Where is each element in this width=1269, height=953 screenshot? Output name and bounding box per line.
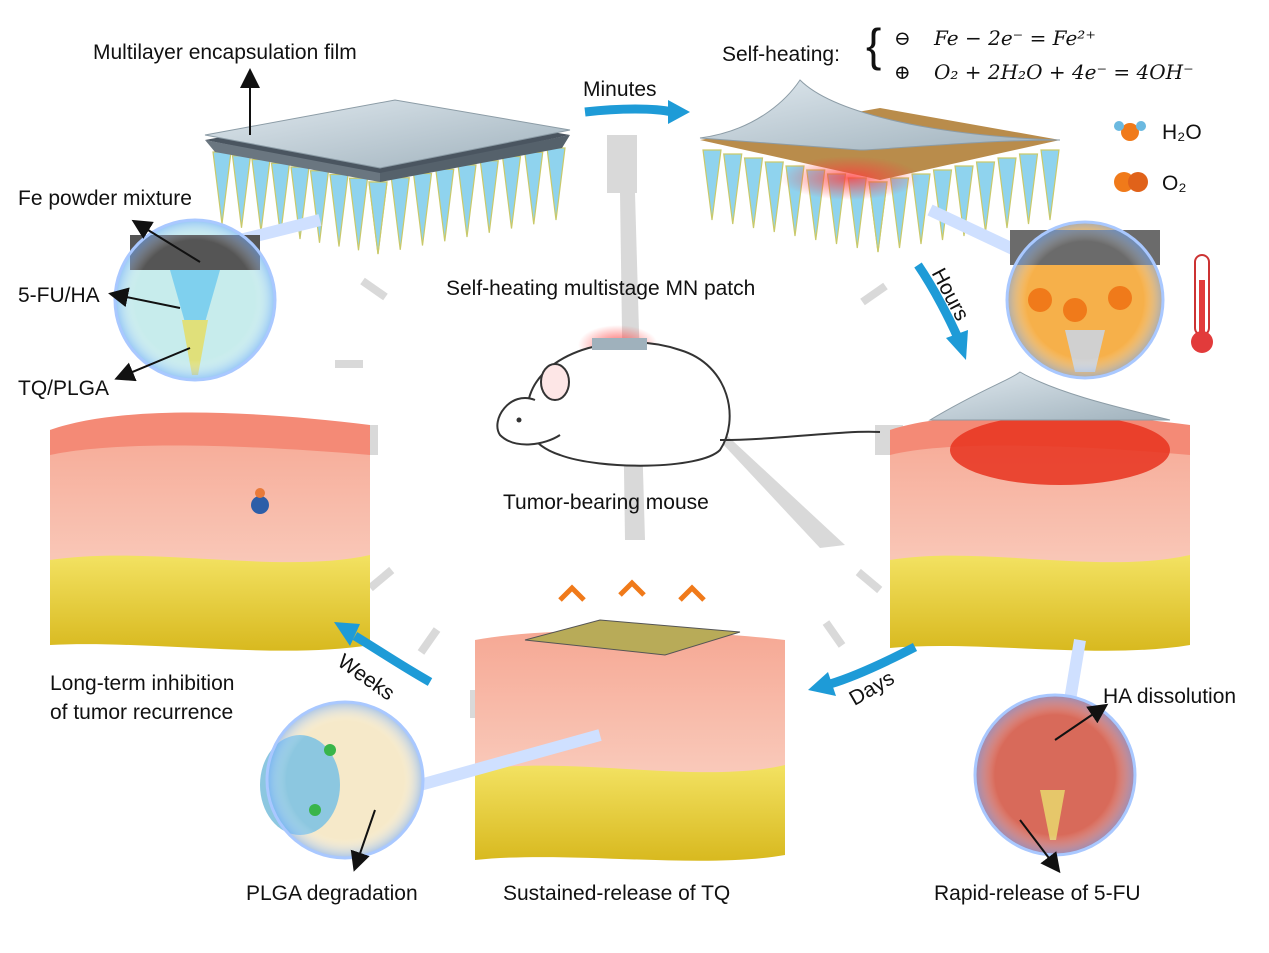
microneedle (457, 164, 477, 238)
molecule-legend (1114, 121, 1148, 192)
label-multilayer-film: Multilayer encapsulation film (93, 41, 357, 64)
microneedle (231, 155, 252, 228)
anode-sign: ⊖ (894, 26, 911, 50)
microneedle (702, 149, 722, 221)
label-self-heating: Self-heating: (722, 43, 840, 66)
tissue-block-recurrence (50, 412, 370, 651)
zoom-circle-needle-structure (113, 214, 322, 382)
microneedle (435, 168, 455, 242)
label-long-term-2: of tumor recurrence (50, 701, 234, 724)
plga-pointer-arrow (350, 809, 376, 872)
label-sustained-release: Sustained-release of TQ (503, 882, 731, 905)
microneedle (329, 173, 349, 247)
microneedle (954, 165, 974, 237)
mn-patch-heating (699, 79, 1061, 253)
arrow-hours (914, 262, 968, 360)
microneedle (212, 151, 232, 225)
zoom-circle-heating (927, 204, 1165, 380)
label-tq-plga: TQ/PLGA (18, 377, 110, 400)
cathode-sign: ⊕ (894, 60, 911, 84)
microneedle-array-left (212, 147, 566, 255)
label-o2: O₂ (1162, 172, 1187, 195)
heat-chevron-icons (558, 579, 706, 602)
microneedle (743, 157, 764, 229)
label-fe-powder: Fe powder mixture (18, 187, 192, 210)
label-mouse: Tumor-bearing mouse (503, 491, 709, 514)
zoom-circle-ha-dissolution (973, 639, 1137, 857)
microneedle (501, 155, 522, 229)
water-molecule-icon (1114, 121, 1146, 141)
equation-brace: { (866, 19, 882, 71)
label-plga-degradation: PLGA degradation (246, 882, 418, 905)
microneedle (390, 177, 410, 250)
microneedle (251, 158, 271, 232)
label-center-patch: Self-heating multistage MN patch (446, 277, 756, 300)
microneedle (368, 181, 388, 255)
label-pointer-arrows (108, 219, 201, 382)
label-h2o: H₂O (1162, 121, 1202, 144)
tissue-block-sustained-release (475, 579, 785, 861)
microneedle-array-right (702, 149, 1060, 253)
microneedle (348, 177, 369, 251)
microneedle (1040, 149, 1060, 221)
ha-pointer-arrows (1019, 703, 1109, 874)
label-long-term-1: Long-term inhibition (50, 672, 235, 695)
microneedle (479, 160, 499, 233)
label-rapid-release: Rapid-release of 5-FU (934, 882, 1141, 905)
mouse-illustration (496, 325, 881, 467)
microneedle (546, 147, 566, 221)
oxygen-molecule-icon (1114, 172, 1148, 192)
microneedle (975, 161, 996, 233)
mn-patch-initial (204, 99, 571, 255)
anode-equation: Fe − 2e⁻ = Fe²⁺ (934, 26, 1096, 50)
microneedle (997, 157, 1017, 229)
tissue-block-rapid-release (890, 371, 1190, 651)
immune-cell-icon (251, 488, 269, 514)
label-minutes: Minutes (583, 78, 657, 101)
label-5fu-ha: 5-FU/HA (18, 284, 100, 307)
arrow-weeks (334, 622, 433, 686)
label-ha-dissolution: HA dissolution (1103, 685, 1237, 708)
microneedle (524, 151, 544, 225)
arrow-days (808, 642, 918, 696)
microneedle (932, 169, 953, 241)
microneedle (309, 170, 330, 243)
microneedle (412, 172, 433, 246)
cathode-equation: O₂ + 2H₂O + 4e⁻ = 4OH⁻ (934, 60, 1194, 84)
microneedle (1018, 153, 1039, 225)
zoom-circle-plga-degradation (260, 700, 602, 860)
process-arrows (334, 100, 968, 696)
microneedle (723, 153, 743, 225)
microneedle (764, 161, 784, 233)
arrow-minutes (584, 100, 690, 124)
microneedle (911, 173, 931, 245)
thermometer-icon (1191, 254, 1213, 353)
